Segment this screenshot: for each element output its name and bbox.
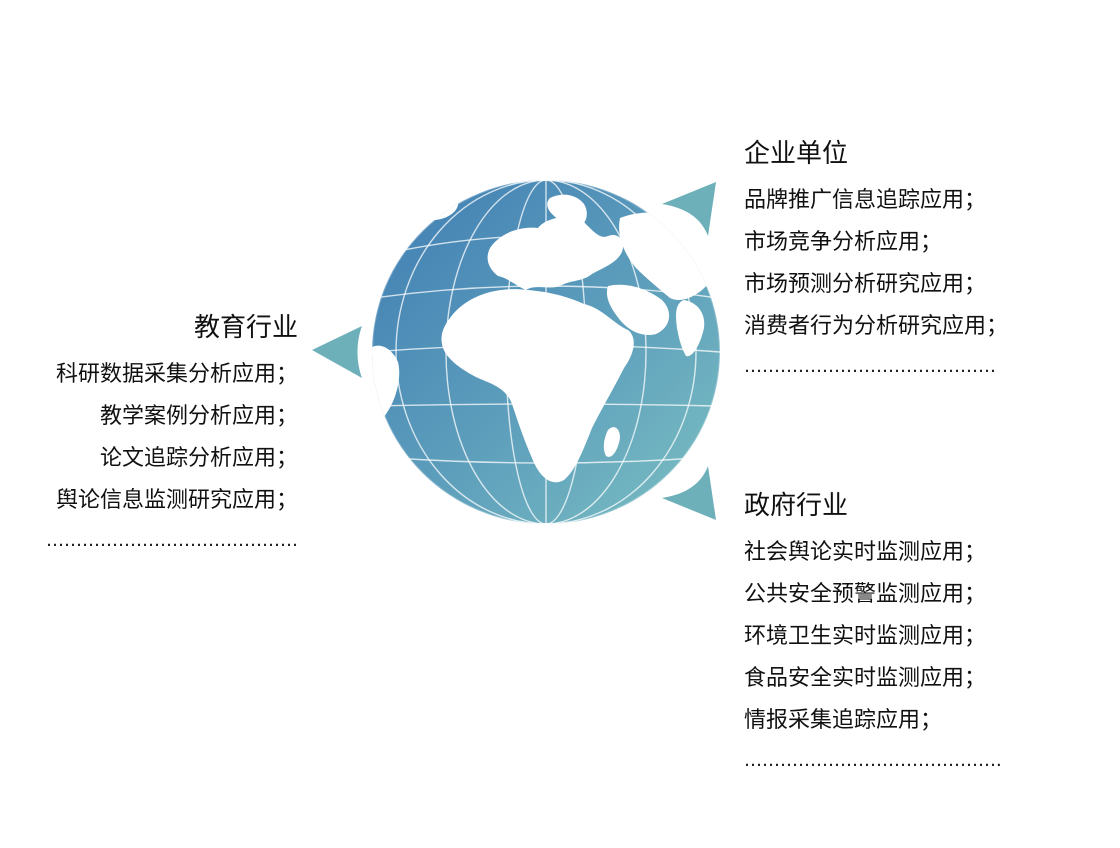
enterprise-list: 品牌推广信息追踪应用； 市场竞争分析应用； 市场预测分析研究应用； 消费者行为分… bbox=[744, 180, 1074, 348]
list-item: 公共安全预警监测应用； bbox=[744, 582, 987, 607]
list-item: 舆论信息监测研究应用； bbox=[55, 488, 298, 513]
education-list: 科研数据采集分析应用； 教学案例分析应用； 论文追踪分析应用； 舆论信息监测研究… bbox=[28, 354, 298, 522]
government-title: 政府行业 bbox=[744, 491, 849, 521]
list-item: 环境卫生实时监测应用； bbox=[744, 624, 987, 649]
list-item: 食品安全实时监测应用； bbox=[744, 666, 987, 691]
education-section: 教育行业 科研数据采集分析应用； 教学案例分析应用； 论文追踪分析应用； 舆论信… bbox=[28, 312, 298, 556]
triangle-arrow-left-icon bbox=[312, 326, 362, 378]
government-list: 社会舆论实时监测应用； 公共安全预警监测应用； 环境卫生实时监测应用； 食品安全… bbox=[744, 532, 1074, 742]
education-ellipsis: …………………………………… bbox=[46, 530, 298, 551]
list-item: 教学案例分析应用； bbox=[99, 404, 298, 429]
list-item: 消费者行为分析研究应用； bbox=[744, 314, 1009, 339]
triangle-arrow-lower-right-icon bbox=[662, 466, 716, 520]
list-item: 品牌推广信息追踪应用； bbox=[744, 188, 987, 213]
list-item: 市场竞争分析应用； bbox=[744, 230, 943, 255]
list-item: 社会舆论实时监测应用； bbox=[744, 540, 987, 565]
government-ellipsis: ……………………………………. bbox=[744, 750, 1002, 771]
enterprise-ellipsis: …………………………………… bbox=[744, 356, 996, 377]
list-item: 情报采集追踪应用； bbox=[744, 708, 943, 733]
globe-icon bbox=[370, 178, 722, 526]
enterprise-title: 企业单位 bbox=[744, 139, 849, 169]
list-item: 科研数据采集分析应用； bbox=[55, 362, 298, 387]
list-item: 论文追踪分析应用； bbox=[99, 446, 298, 471]
enterprise-section: 企业单位 品牌推广信息追踪应用； 市场竞争分析应用； 市场预测分析研究应用； 消… bbox=[744, 138, 1074, 382]
list-item: 市场预测分析研究应用； bbox=[744, 272, 987, 297]
government-section: 政府行业 社会舆论实时监测应用； 公共安全预警监测应用； 环境卫生实时监测应用；… bbox=[744, 490, 1074, 776]
triangle-arrow-upper-right-icon bbox=[662, 182, 716, 236]
education-title: 教育行业 bbox=[193, 313, 298, 343]
